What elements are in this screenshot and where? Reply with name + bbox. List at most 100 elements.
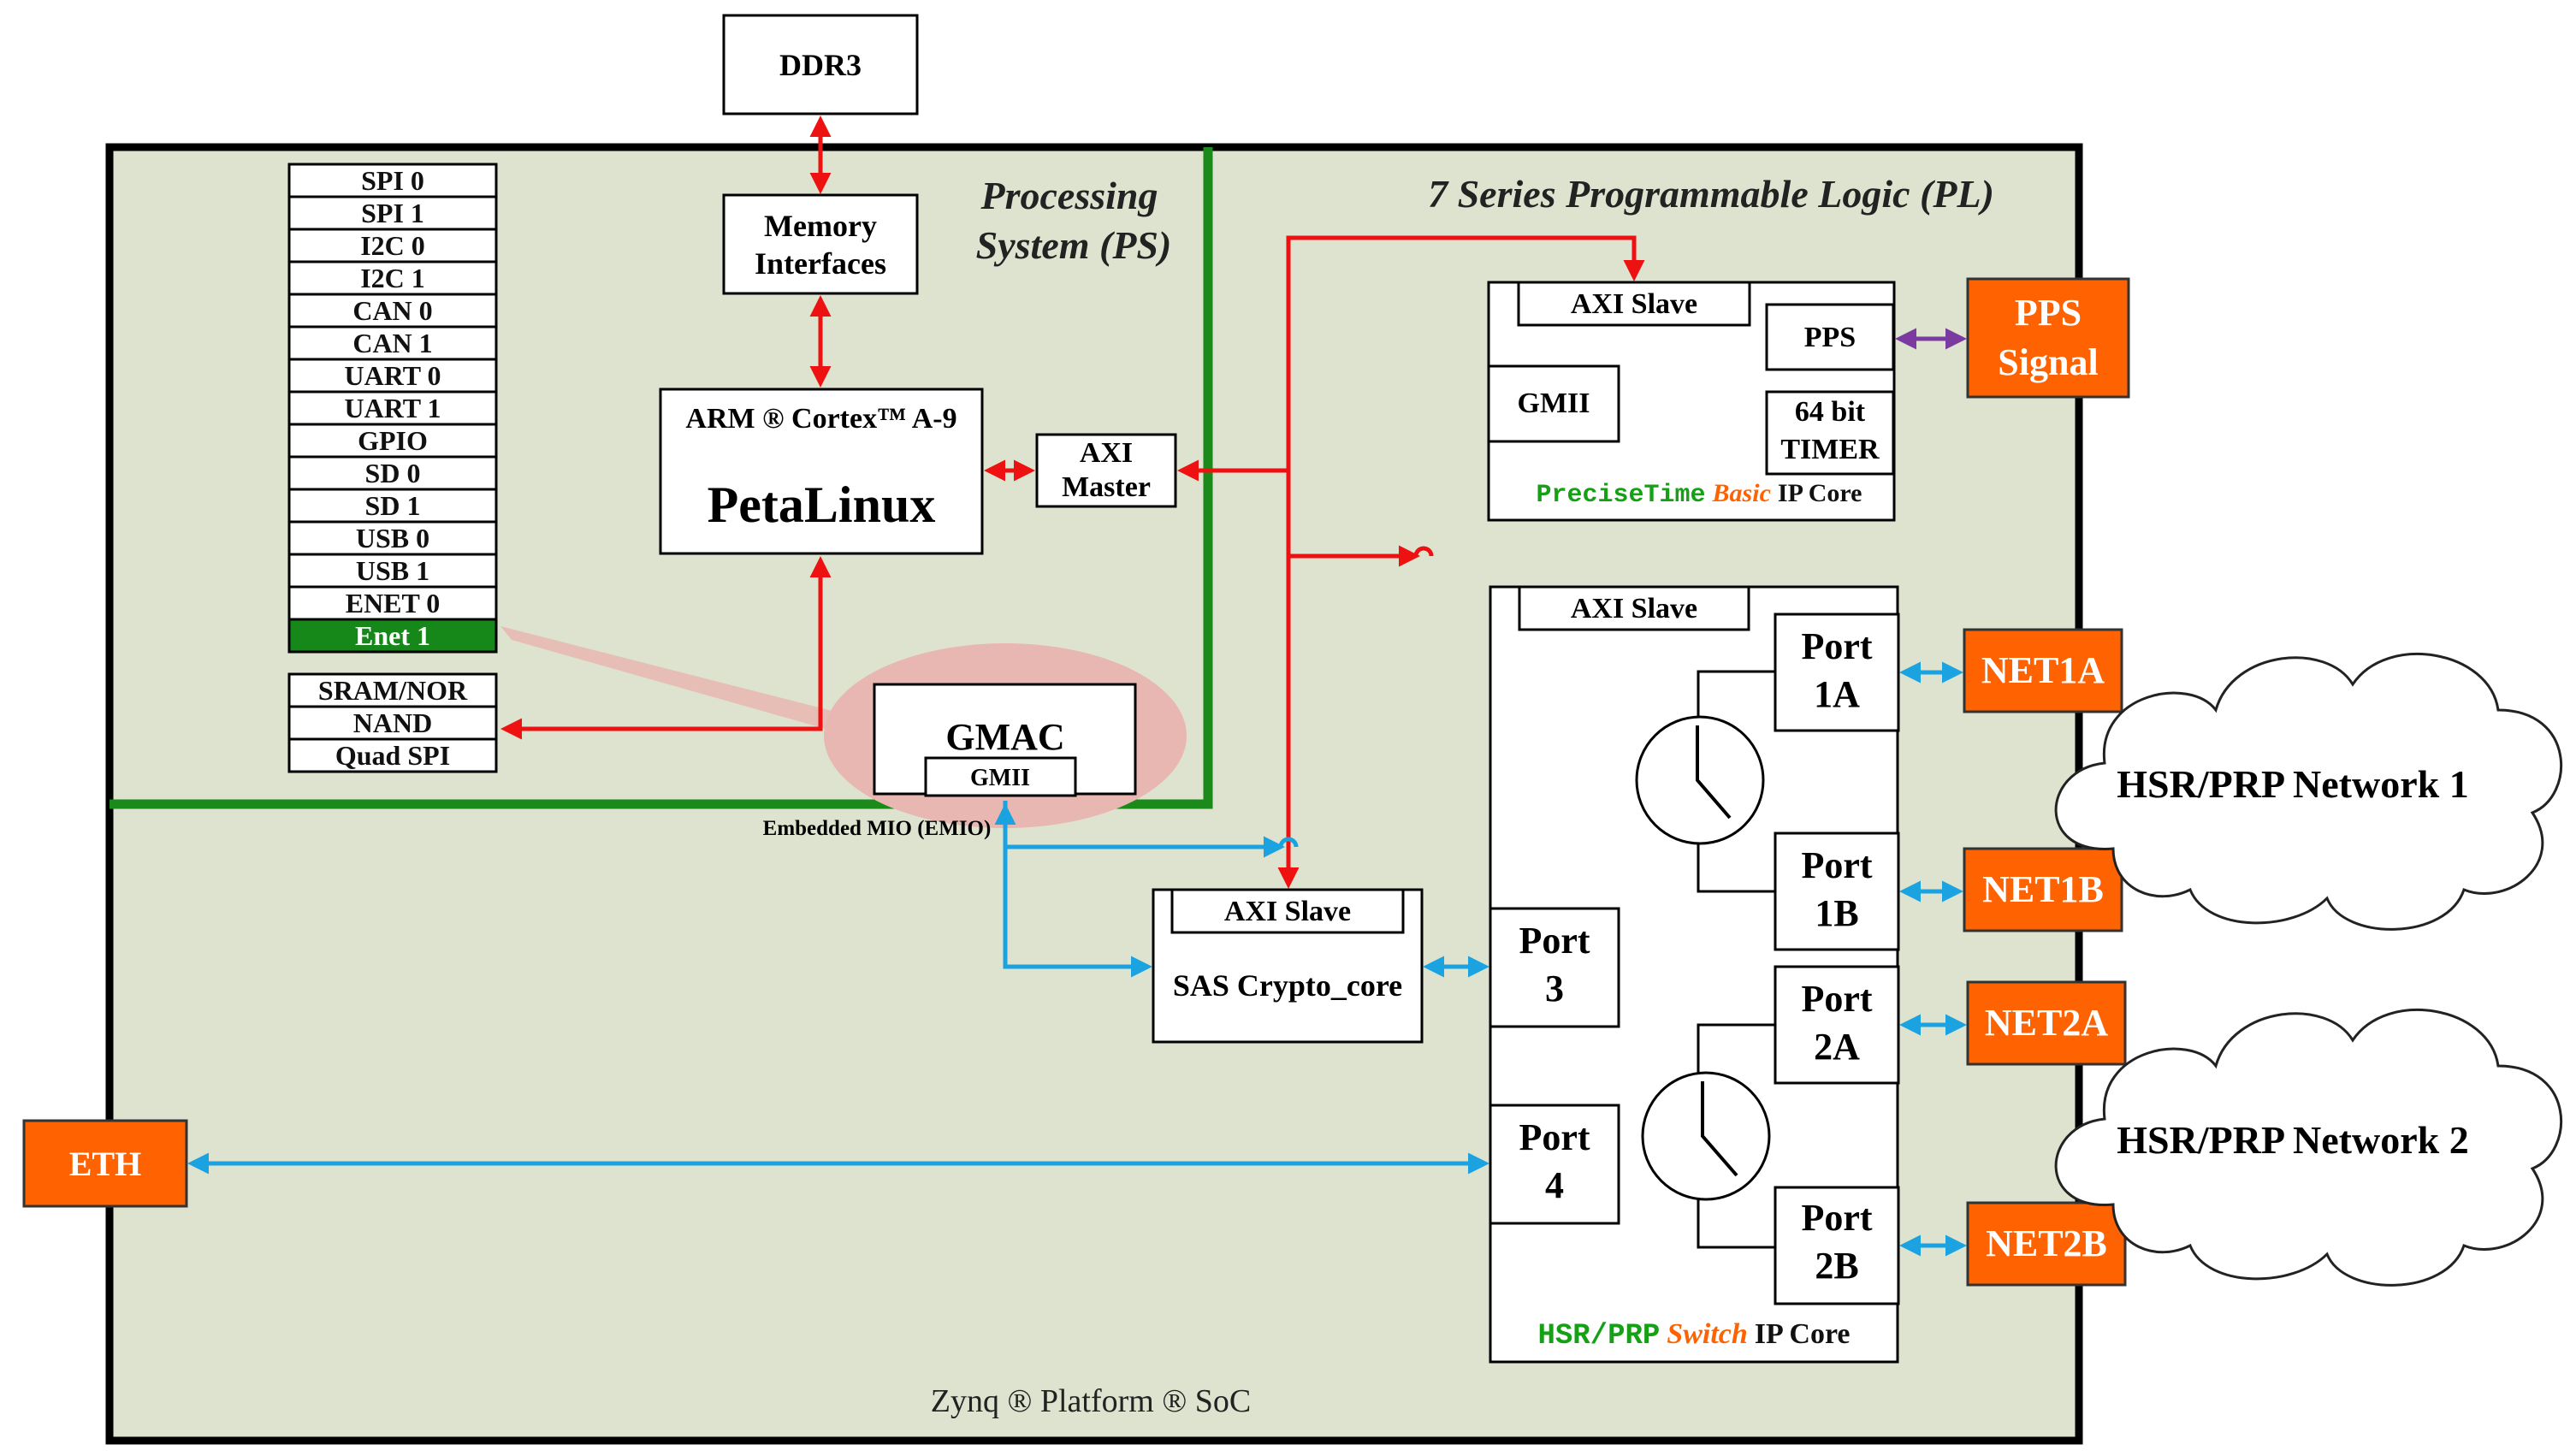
peripheral-cell bbox=[287, 163, 498, 198]
net1b-box bbox=[1963, 847, 2123, 932]
pl-title: 7 Series Programmable Logic (PL) bbox=[1428, 172, 1994, 216]
memory-interfaces-box bbox=[722, 193, 919, 295]
peripheral-label: ENET 0 bbox=[346, 588, 441, 619]
gmac-memlist-link bbox=[500, 556, 832, 740]
peripheral-label: SPI 0 bbox=[361, 165, 424, 196]
memory-label: NAND bbox=[353, 707, 432, 738]
ddr3-box bbox=[722, 14, 919, 115]
clock2-hands bbox=[1701, 1081, 1738, 1177]
sas-axi-slave-box bbox=[1170, 888, 1405, 934]
peripheral-label: I2C 0 bbox=[360, 230, 425, 261]
network-1-cloud: HSR/PRP Network 1 bbox=[2054, 652, 2563, 931]
network-1-label: HSR/PRP Network 1 bbox=[2117, 762, 2468, 806]
ddr3-label: DDR3 bbox=[779, 48, 862, 82]
precisetime-axi-slave-label: AXI Slave bbox=[1571, 288, 1697, 320]
net2a-box bbox=[1966, 980, 2127, 1066]
peripheral-label: Enet 1 bbox=[355, 620, 430, 651]
memory-cell bbox=[287, 705, 498, 741]
arm-cpu-label: ARM ® Cortex™ A-9 bbox=[685, 403, 956, 435]
port-4-line1: Port bbox=[1519, 1116, 1590, 1158]
peripheral-label: GPIO bbox=[358, 425, 428, 456]
peripheral-label: UART 0 bbox=[345, 360, 441, 391]
sas-crypto-label: SAS Crypto_core bbox=[1173, 968, 1402, 1003]
peripheral-label: CAN 0 bbox=[352, 295, 432, 326]
port-1b-box bbox=[1774, 832, 1900, 951]
net1a-box bbox=[1963, 628, 2123, 713]
peripheral-label: USB 1 bbox=[356, 555, 429, 586]
gmac-gmii-label: GMII bbox=[970, 765, 1030, 791]
gmii-to-sas bbox=[994, 803, 1152, 978]
port-2a-line2: 2A bbox=[1814, 1026, 1860, 1068]
net2a-label: NET2A bbox=[1985, 1002, 2108, 1044]
axi-bus-to-precisetime bbox=[1286, 235, 1645, 471]
peripheral-cell bbox=[287, 260, 498, 296]
port-4-line2: 4 bbox=[1545, 1164, 1564, 1206]
memory-label: SRAM/NOR bbox=[318, 675, 468, 706]
network-2-label: HSR/PRP Network 2 bbox=[2117, 1118, 2468, 1162]
memory-interfaces-line1: Memory bbox=[764, 209, 877, 243]
platform-label: Zynq ® Platform ® SoC bbox=[931, 1383, 1251, 1419]
peripheral-cell bbox=[287, 228, 498, 263]
peripheral-label: SPI 1 bbox=[361, 198, 424, 228]
port-2b-line2: 2B bbox=[1815, 1245, 1858, 1287]
port-3-line2: 3 bbox=[1545, 968, 1564, 1009]
port-2b-line1: Port bbox=[1801, 1197, 1872, 1239]
port-1a-line1: Port bbox=[1801, 625, 1872, 667]
clock2-icon bbox=[1641, 1071, 1771, 1201]
pps-signal-line1: PPS bbox=[2015, 292, 2082, 334]
memory-interfaces-line2: Interfaces bbox=[755, 246, 886, 281]
axi-master-line1: AXI bbox=[1080, 437, 1133, 469]
port-2b-box bbox=[1774, 1186, 1900, 1305]
timer-box bbox=[1765, 390, 1895, 476]
peripheral-cell bbox=[287, 325, 498, 361]
peripheral-cell bbox=[287, 618, 498, 654]
pps-label: PPS bbox=[1804, 322, 1856, 353]
peripheral-cell bbox=[287, 358, 498, 394]
arm-cpu-box bbox=[659, 388, 984, 555]
port-2a-box bbox=[1774, 965, 1900, 1085]
gmii-hop bbox=[1278, 837, 1299, 848]
emio-label: Embedded MIO (EMIO) bbox=[763, 817, 992, 840]
switch-axi-slave-box bbox=[1518, 585, 1750, 631]
clock1-hands bbox=[1696, 725, 1732, 820]
pps-box bbox=[1765, 303, 1895, 371]
port-1a-box bbox=[1774, 613, 1900, 732]
axi-master-box bbox=[1035, 433, 1177, 508]
net1a-label: NET1A bbox=[1981, 649, 2105, 691]
eth-label: ETH bbox=[69, 1145, 141, 1183]
petalinux-label: PetaLinux bbox=[708, 476, 936, 533]
memory-cell bbox=[287, 737, 498, 773]
pps-signal-box bbox=[1966, 277, 2130, 399]
ps-title-line2: System (PS) bbox=[976, 223, 1172, 267]
peripheral-label: USB 0 bbox=[356, 523, 429, 553]
port-3-box bbox=[1489, 907, 1620, 1028]
peripheral-label: CAN 1 bbox=[352, 328, 432, 358]
red-connections bbox=[500, 115, 1645, 889]
ps-title-line1: Processing bbox=[980, 174, 1158, 217]
peripheral-cell bbox=[287, 585, 498, 621]
port-1b-line2: 1B bbox=[1815, 892, 1858, 934]
peripheral-label: I2C 1 bbox=[360, 263, 425, 293]
gmac-label: GMAC bbox=[945, 716, 1064, 758]
peripheral-cell bbox=[287, 390, 498, 426]
peripheral-label: SD 0 bbox=[365, 458, 421, 488]
net1b-label: NET1B bbox=[1982, 868, 2104, 910]
port-1b-line1: Port bbox=[1801, 844, 1872, 886]
port-1a-line2: 1A bbox=[1814, 673, 1860, 715]
peripheral-cell bbox=[287, 455, 498, 491]
precisetime-gmii-label: GMII bbox=[1518, 388, 1590, 419]
net2b-box bbox=[1966, 1201, 2127, 1287]
sas-axi-slave-label: AXI Slave bbox=[1224, 896, 1351, 927]
peripheral-label: SD 1 bbox=[365, 490, 421, 521]
network-2-cloud: HSR/PRP Network 2 bbox=[2054, 1008, 2563, 1287]
blue-connections bbox=[187, 661, 1967, 1257]
timer-line1: 64 bit bbox=[1795, 396, 1866, 428]
precisetime-axi-slave-box bbox=[1517, 281, 1751, 327]
peripheral-label: UART 1 bbox=[345, 393, 441, 423]
axi-master-line2: Master bbox=[1062, 471, 1151, 503]
